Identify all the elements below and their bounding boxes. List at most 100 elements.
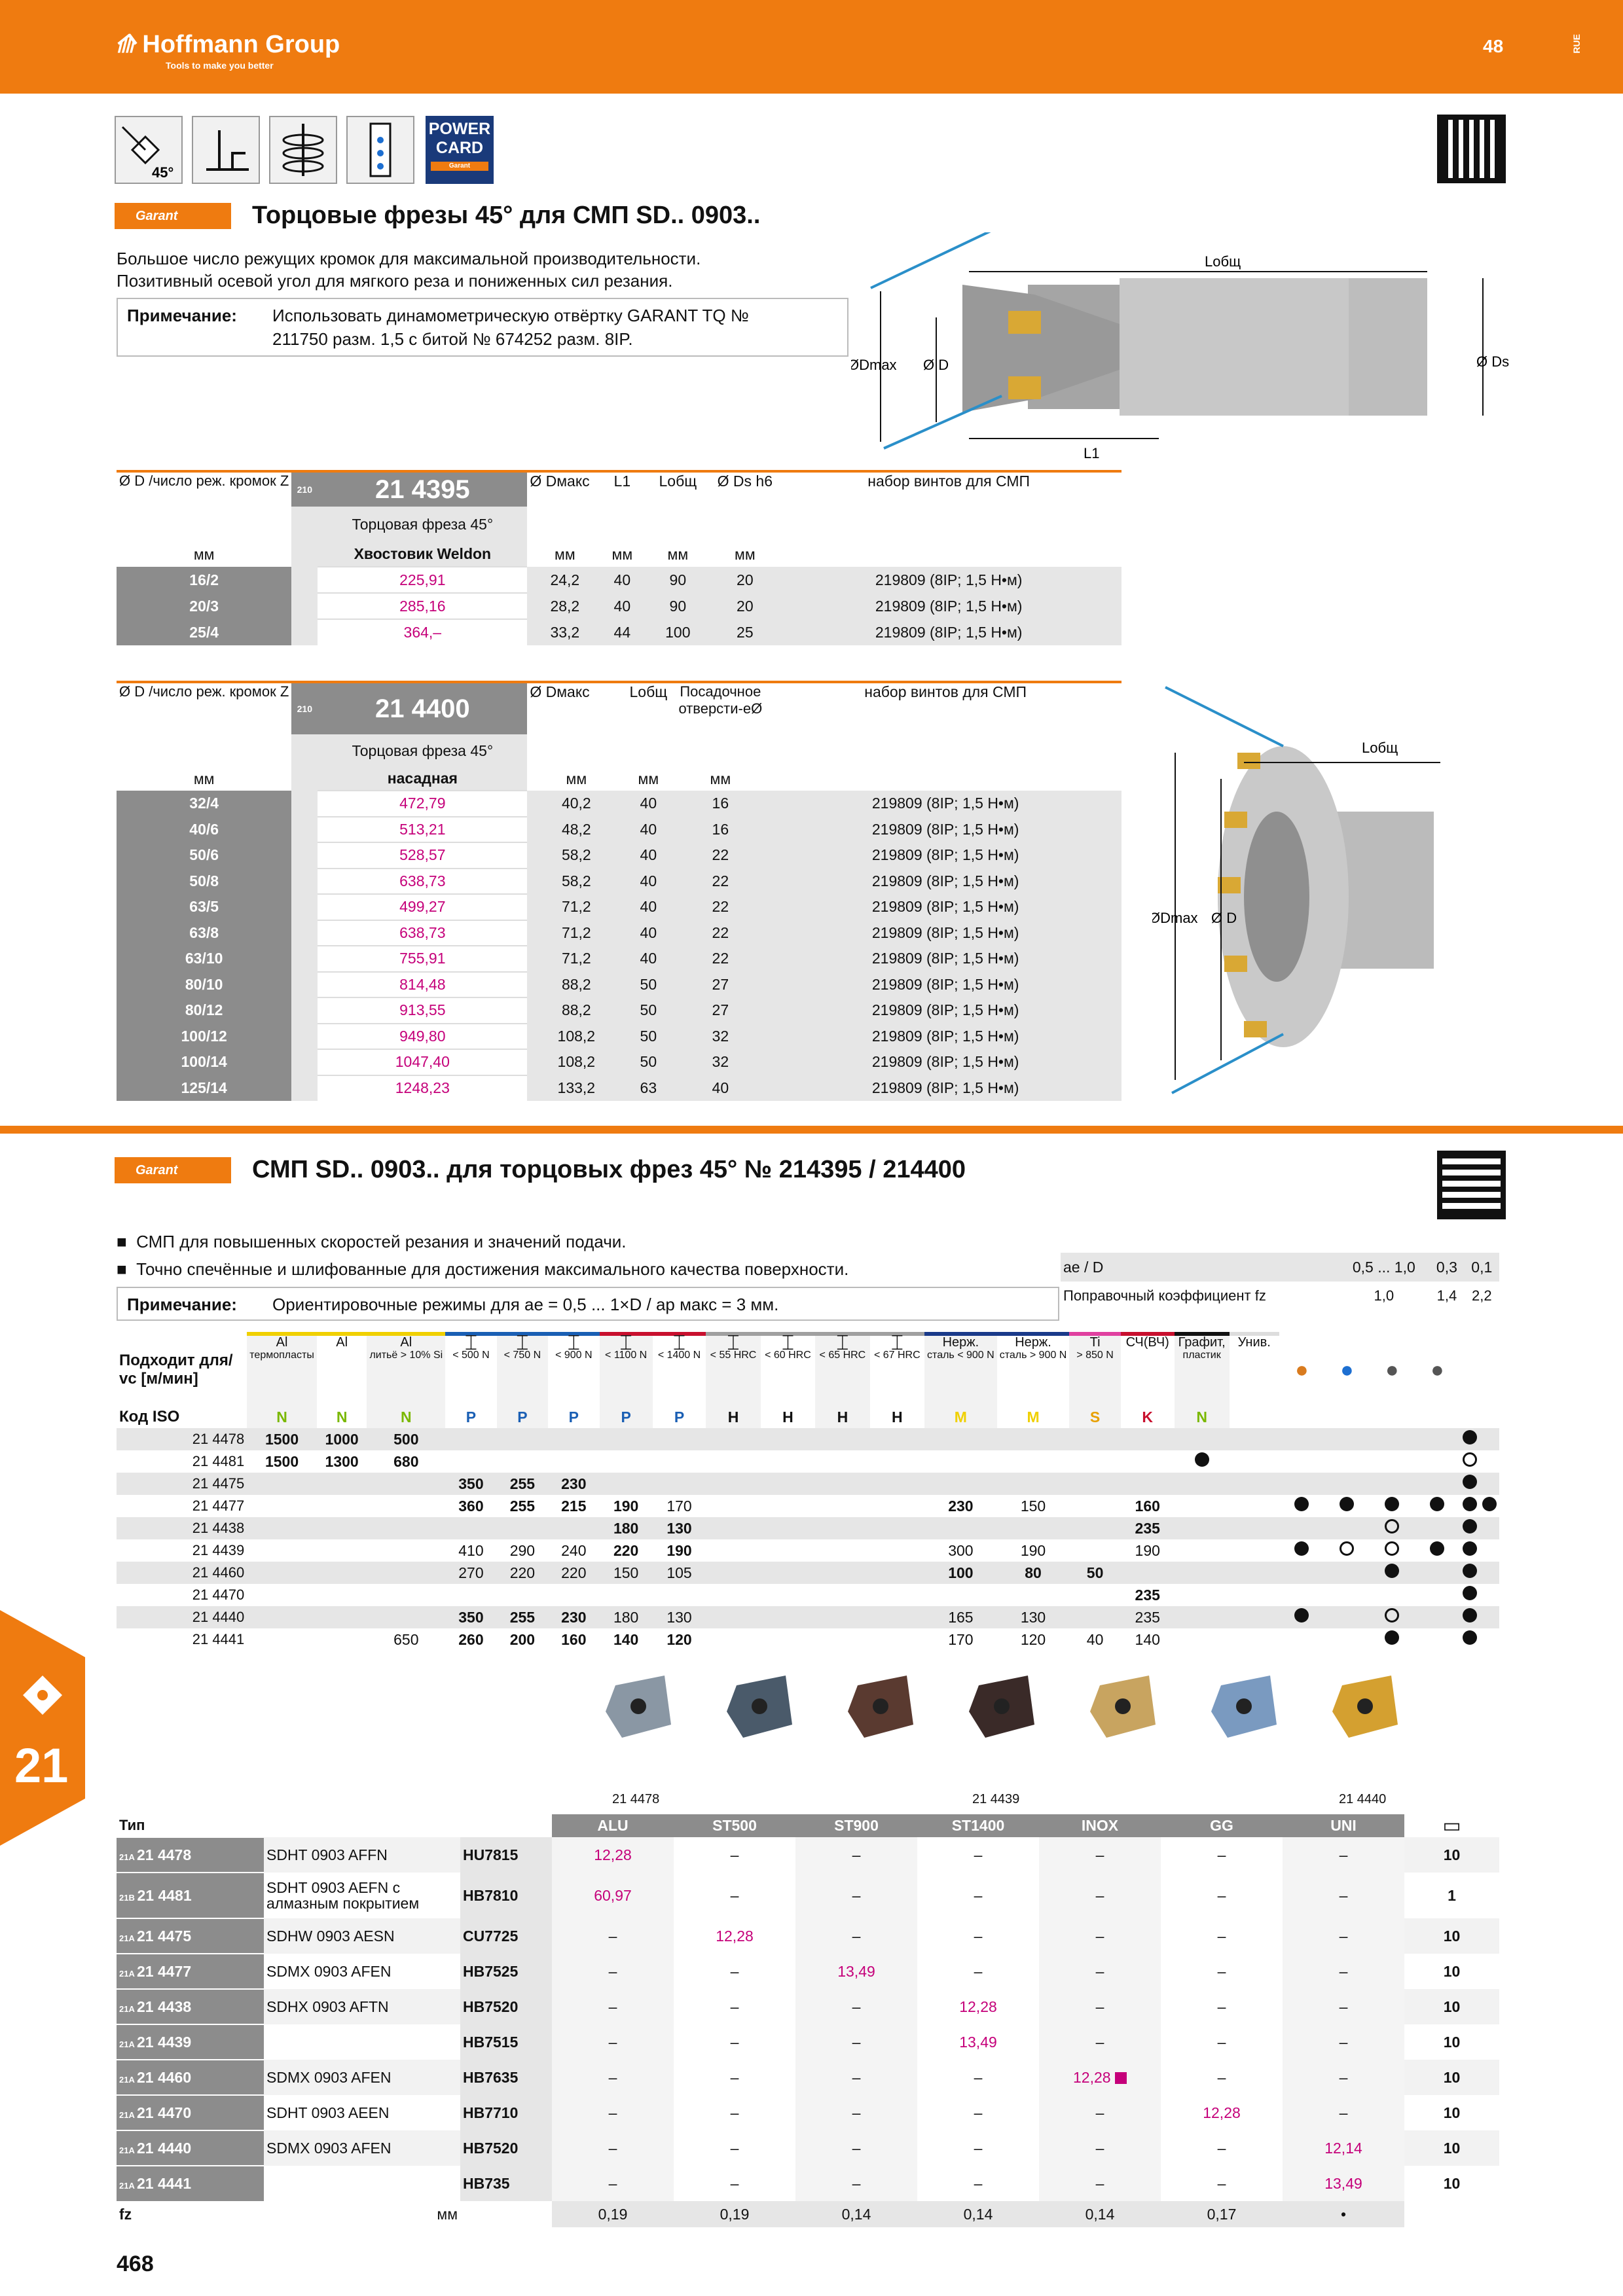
cutting-speed xyxy=(600,1450,653,1473)
price: – xyxy=(552,1989,674,2024)
coolant-drop-icon: ● xyxy=(1340,1357,1354,1382)
d-value: 16/2 xyxy=(117,567,292,593)
cutting-speed xyxy=(815,1428,869,1450)
spec-value: 40 xyxy=(625,791,672,817)
pack-qty: 10 xyxy=(1443,2139,1461,2157)
material-spec: < 1400 N xyxy=(657,1350,701,1361)
type-header: Тип xyxy=(119,1817,145,1833)
spec-value: 27 xyxy=(671,971,770,997)
fz-label: fz xyxy=(119,2205,132,2223)
svg-text:Lобщ: Lобщ xyxy=(1362,740,1398,756)
price: – xyxy=(1283,2095,1404,2130)
coolant-mark xyxy=(1480,1584,1499,1606)
coolant-mark xyxy=(1460,1606,1480,1628)
coolant-mark xyxy=(1279,1517,1324,1539)
cutting-speed xyxy=(548,1584,599,1606)
coolant-mark xyxy=(1324,1584,1370,1606)
screw-set: 219809 (8IP; 1,5 Н•м) xyxy=(769,842,1122,869)
cutting-speed: 290 xyxy=(509,1541,536,1559)
price: – xyxy=(674,2060,795,2095)
cutting-speed xyxy=(870,1517,924,1539)
price: – xyxy=(1283,1837,1404,1873)
cutting-speed xyxy=(367,1473,445,1495)
coolant-mark xyxy=(1324,1539,1370,1562)
note-line2: 211750 разм. 1,5 с битой № 674252 разм. … xyxy=(272,329,633,349)
coolant-mark xyxy=(1324,1562,1370,1584)
cutting-speed xyxy=(1069,1495,1120,1517)
designation: SDHW 0903 AESN xyxy=(266,1928,395,1945)
price: – xyxy=(1161,2166,1283,2201)
article-number: 21A 21 4439 xyxy=(117,2024,264,2060)
material-col-4: ⌶< 750 N xyxy=(496,1332,549,1406)
cutting-speed xyxy=(706,1584,760,1606)
note-box-2: Примечание: Ориентировочные режимы для a… xyxy=(117,1287,1059,1321)
qr-code-icon-2[interactable] xyxy=(1437,1151,1506,1219)
price: – xyxy=(917,1918,1039,1954)
coolant-mark xyxy=(1370,1473,1415,1495)
cutting-speed xyxy=(706,1495,760,1517)
cutting-speed: 255 xyxy=(509,1497,536,1515)
spec-value: 20 xyxy=(714,567,776,593)
price: 513,21 xyxy=(318,816,528,842)
iso-code: M xyxy=(924,1406,997,1428)
section1-title: Торцовые фрезы 45° для СМП SD.. 0903.. xyxy=(252,202,761,229)
prefix: 21B xyxy=(119,1892,137,1903)
unit: мм xyxy=(193,770,215,787)
price: – xyxy=(1039,1989,1161,2024)
svg-text:Ø D: Ø D xyxy=(1211,910,1237,926)
price: 499,27 xyxy=(318,893,528,920)
cutting-speed: 350 xyxy=(458,1475,484,1492)
cutting-speed xyxy=(1175,1473,1230,1495)
fits-header: Подходит для/ vc [м/мин] xyxy=(119,1352,233,1388)
screw-set: 219809 (8IP; 1,5 Н•м) xyxy=(769,997,1122,1024)
insert-hole xyxy=(994,1698,1010,1714)
coolant-mark xyxy=(1460,1539,1480,1562)
price: – xyxy=(917,2095,1039,2130)
price: 225,91 xyxy=(318,566,528,593)
shank-mill-drawing: Lобщ ØDmax Ø D L1 Ø Ds xyxy=(851,232,1509,461)
spec-value: 63 xyxy=(625,1075,672,1101)
art-number: 21 4478 xyxy=(136,1846,192,1863)
filled-dot-icon xyxy=(1463,1630,1477,1645)
coolant-mark xyxy=(1324,1428,1370,1450)
cutting-speed xyxy=(1069,1539,1120,1562)
cutting-speed xyxy=(1230,1473,1279,1495)
col-l1: L1 xyxy=(613,473,631,490)
cutting-speed: 220 xyxy=(613,1541,639,1559)
material-col-8: ⌶< 55 HRC xyxy=(706,1332,761,1406)
blank xyxy=(1230,1406,1279,1428)
cutting-speed: 190 xyxy=(666,1541,692,1559)
ae-cell: 0,1 xyxy=(1471,1258,1493,1276)
prefix: 21A xyxy=(119,2074,137,2085)
coolant-mark xyxy=(1480,1562,1499,1584)
unit: мм xyxy=(555,545,575,563)
cutting-speed: 270 xyxy=(458,1564,484,1581)
insert-hole xyxy=(1115,1698,1131,1714)
cutting-speed xyxy=(600,1428,653,1450)
coolant-mark xyxy=(1460,1517,1480,1539)
coolant-mark xyxy=(1279,1606,1324,1628)
open-dot-icon xyxy=(1385,1608,1400,1623)
price: – xyxy=(1039,2166,1161,2201)
cutting-speed: 230 xyxy=(948,1497,974,1515)
material-spec: термопласты xyxy=(249,1350,314,1361)
material-spec: < 500 N xyxy=(452,1350,490,1361)
coolant-mark xyxy=(1480,1517,1499,1539)
coolant-mark xyxy=(1279,1450,1324,1473)
pack-qty: 10 xyxy=(1443,2033,1461,2051)
material-col-11: ⌶< 67 HRC xyxy=(869,1332,925,1406)
col-d: Ø D /число реж. кромок Z xyxy=(119,683,289,700)
qr-code-icon[interactable] xyxy=(1437,115,1506,183)
pack-icon: ▭ xyxy=(1442,1815,1461,1837)
cutting-speed xyxy=(1175,1539,1230,1562)
material-spec: > 850 N xyxy=(1076,1350,1114,1361)
coolant-mark xyxy=(1279,1628,1324,1651)
iso-code: P xyxy=(548,1406,600,1428)
ae-cell: ae / D xyxy=(1063,1258,1104,1276)
spec-value: 40 xyxy=(625,946,672,972)
coolant-mark xyxy=(1480,1473,1499,1495)
svg-text:45°: 45° xyxy=(152,164,173,181)
